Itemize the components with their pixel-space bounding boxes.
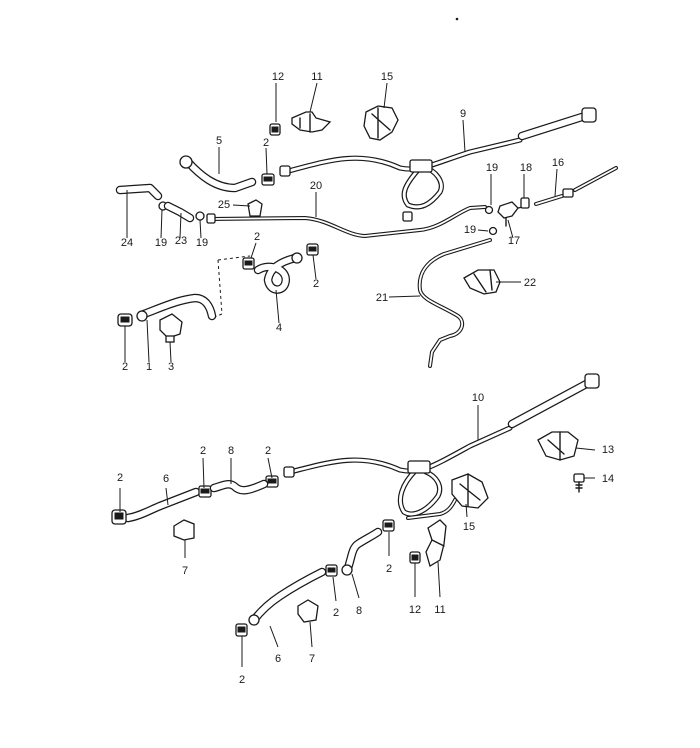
callout-2: 2 [263,137,269,149]
part-2-clamp [261,173,275,186]
callout-21: 21 [376,292,388,304]
callout-20: 20 [310,180,322,192]
part-7-bracket-lower [297,599,319,623]
part-9-hose-pipe [279,107,597,210]
part-6-hose-lower [248,567,327,626]
callout-19: 19 [155,237,167,249]
callout-7: 7 [309,653,315,665]
callout-2: 2 [313,278,319,290]
callout-6: 6 [163,473,169,485]
callout-7: 7 [182,565,188,577]
callout-22: 22 [524,277,536,289]
callout-8: 8 [356,605,362,617]
part-15-bracket [363,105,399,141]
callout-2: 2 [117,472,123,484]
callout-12: 12 [409,604,421,616]
callout-14: 14 [602,473,614,485]
part-4-hose [253,252,303,294]
part-10-hose-pipe [283,373,600,517]
callout-15: 15 [381,71,393,83]
part-12-nut-lower [409,551,421,564]
part-12-nut [269,123,281,136]
callout-19: 19 [486,162,498,174]
callout-2: 2 [333,607,339,619]
part-8-hose-lower [341,527,383,576]
callout-13: 13 [602,444,614,456]
upper-assembly [115,82,618,368]
part-5-hose [179,155,257,193]
part-22-bracket [463,269,501,295]
part-2-clamp-upper [242,243,319,270]
callout-25: 25 [218,199,230,211]
callout-19: 19 [196,237,208,249]
part-2-clamp-lower [198,475,279,498]
part-2-clamp-left [117,313,133,327]
part-8-hose [209,479,269,495]
callout-3: 3 [168,361,174,373]
part-14-bolt [573,473,585,493]
part-13-bracket [537,431,579,461]
callout-24: 24 [121,237,133,249]
part-6-hose [111,487,201,525]
part-16-hose [534,166,618,206]
part-2-clamp-right [235,519,395,637]
pipe-lower-branch [406,498,457,520]
callout-19: 19 [464,224,476,236]
callout-8: 8 [228,445,234,457]
callout-23: 23 [175,235,187,247]
callout-15: 15 [463,521,475,533]
part-24-hose [115,183,163,201]
part-21-pipe [417,238,492,368]
callout-2: 2 [200,445,206,457]
stray-dot [455,17,459,21]
lower-assembly [111,373,600,667]
part-11-bracket-lower [425,519,447,567]
callout-16: 16 [552,157,564,169]
callout-2: 2 [239,674,245,686]
callout-5: 5 [216,135,222,147]
callout-9: 9 [460,108,466,120]
part-3-bracket [159,313,183,343]
callout-10: 10 [472,392,484,404]
lower-leaders [119,405,596,667]
callout-6: 6 [275,653,281,665]
upper-leaders [124,82,558,363]
callout-2: 2 [265,445,271,457]
callout-17: 17 [508,235,520,247]
callout-labels: 12 11 15 9 5 2 16 19 18 20 25 19 17 24 1… [117,71,614,686]
part-11-bracket [291,111,332,133]
part-1-hose [136,293,217,322]
callout-11: 11 [311,71,322,83]
part-25-bracket [247,199,263,217]
part-20-pipe [206,205,487,238]
part-15-bracket-lower [451,473,489,509]
callout-1: 1 [146,361,152,373]
part-18-clamp [520,197,530,209]
callout-11: 11 [434,604,445,616]
callout-2: 2 [254,231,260,243]
callout-4: 4 [276,322,282,334]
part-7-bracket [173,519,195,541]
callout-12: 12 [272,71,284,83]
callout-2: 2 [386,563,392,575]
callout-2: 2 [122,361,128,373]
callout-18: 18 [520,162,532,174]
part-23-hose [163,201,195,223]
